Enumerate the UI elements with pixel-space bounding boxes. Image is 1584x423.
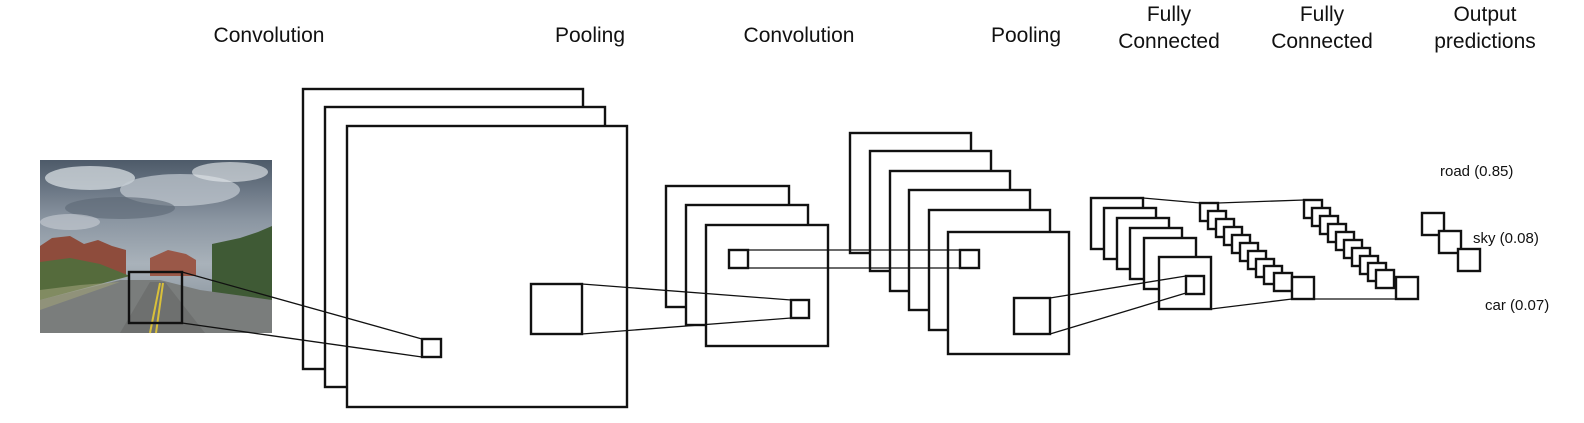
conv2-source-window bbox=[727, 248, 750, 270]
fc2-unit bbox=[1374, 268, 1396, 290]
fc1-unit-last bbox=[1290, 275, 1316, 301]
output-unit-sky bbox=[1437, 229, 1463, 255]
pool2-window bbox=[1012, 296, 1052, 336]
conv1-feature-maps bbox=[301, 87, 629, 409]
stage-label-fully-connected-1: Fully Connected bbox=[1118, 3, 1220, 53]
input-image bbox=[40, 160, 272, 334]
pool1-window bbox=[529, 282, 584, 336]
stage-label-output-predictions: Output predictions bbox=[1434, 3, 1536, 53]
conv2-feature-maps bbox=[848, 131, 1071, 356]
fc1-units bbox=[1198, 201, 1316, 301]
pool2-feature-maps bbox=[1089, 196, 1213, 311]
prediction-label-sky: sky (0.08) bbox=[1473, 230, 1539, 247]
pool1-map bbox=[704, 223, 830, 348]
conv2-unit bbox=[958, 248, 981, 270]
fc2-units bbox=[1302, 198, 1420, 301]
output-units bbox=[1420, 211, 1482, 273]
pool1-unit bbox=[789, 298, 811, 320]
output-unit-car bbox=[1456, 247, 1482, 273]
output-unit-road bbox=[1420, 211, 1446, 237]
conv1-unit bbox=[420, 337, 443, 359]
stage-label-fully-connected-2: Fully Connected bbox=[1271, 3, 1373, 53]
stage-label-pooling-1: Pooling bbox=[554, 24, 626, 47]
stage-label-convolution-1: Convolution bbox=[213, 24, 325, 47]
input-receptive-field bbox=[127, 270, 184, 325]
fc2-unit-last bbox=[1394, 275, 1420, 301]
prediction-label-car: car (0.07) bbox=[1485, 297, 1550, 314]
pool2-unit bbox=[1184, 274, 1206, 296]
stage-label-pooling-2: Pooling bbox=[990, 24, 1062, 47]
prediction-label-road: road (0.85) bbox=[1440, 163, 1514, 180]
fc1-unit bbox=[1272, 271, 1294, 293]
stage-label-convolution-2: Convolution bbox=[743, 24, 855, 47]
conv1-map bbox=[345, 124, 629, 409]
